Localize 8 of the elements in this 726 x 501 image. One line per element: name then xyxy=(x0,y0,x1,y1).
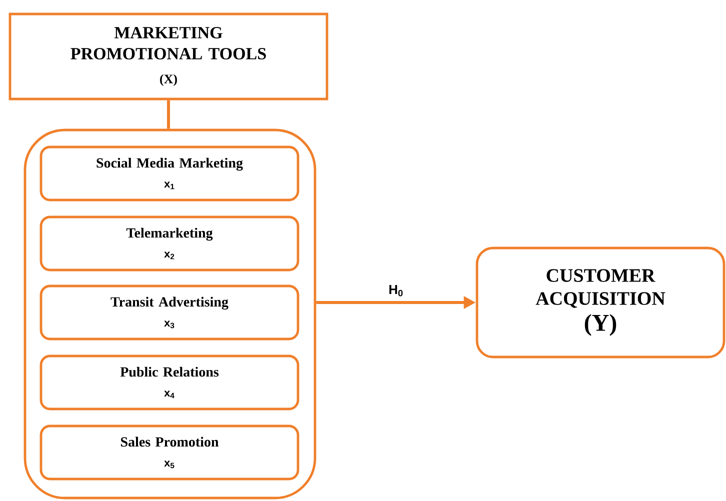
variable-box: Transit Advertising x$_{3}$ xyxy=(40,284,300,340)
concept-box: CUSTOMER ACQUISITION (Y) xyxy=(476,246,726,358)
variable-box: Social Media Marketing x$_{1}$ xyxy=(40,146,300,202)
variable-box: Telemarketing x$_{2}$ xyxy=(40,216,300,272)
variable-box: Sales Promotion x$_{5}$ xyxy=(40,424,300,480)
edge-label: H$_{0}$ xyxy=(389,285,403,296)
concept-box: MARKETING PROMOTIONAL TOOLS (X) xyxy=(8,12,328,100)
variable-box: Public Relations x$_{4}$ xyxy=(40,354,300,410)
